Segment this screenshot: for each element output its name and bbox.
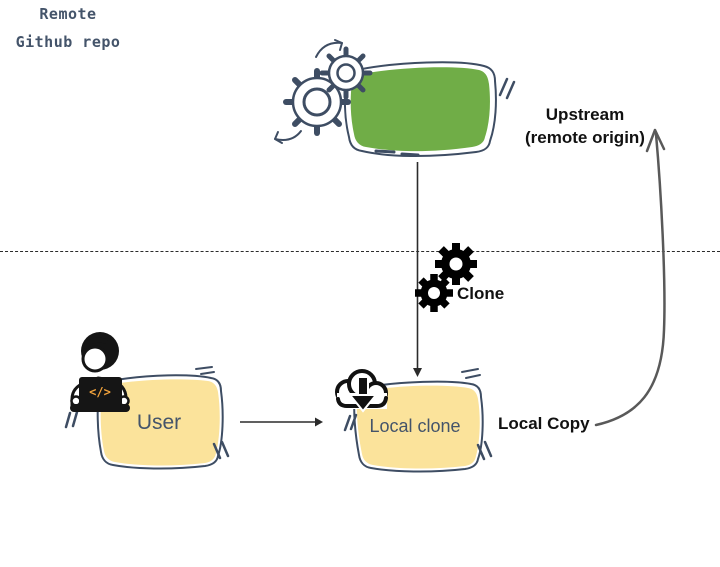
upstream-label-line2: (remote origin) [525, 128, 645, 147]
user-to-clone-arrow [240, 417, 323, 427]
remote-repo-label-line2: Github repo [15, 33, 121, 51]
person-laptop-icon: </> [70, 332, 130, 412]
remote-repo-box [343, 61, 516, 158]
local-clone-node-label: Local clone [369, 416, 461, 436]
local-copy-label: Local Copy [498, 414, 590, 433]
gears-sync-icon [274, 39, 373, 144]
clone-label: Clone [457, 284, 505, 303]
upstream-label-line1: Upstream [545, 105, 625, 124]
upstream-label: Upstream (remote origin) [505, 103, 665, 149]
cloud-download-icon [335, 369, 388, 413]
upstream-arrow [594, 128, 666, 427]
laptop-code-text: </> [89, 385, 111, 399]
user-box [64, 366, 230, 470]
remote-repo-label-line1: Remote [39, 5, 97, 23]
clone-arrow [413, 162, 422, 377]
remote-repo-label: Remote Github repo [0, 0, 136, 56]
clone-gears-icon [415, 243, 477, 312]
local-clone-box [343, 368, 493, 473]
boundary-dotted-line [0, 251, 720, 252]
user-node-label: User [136, 411, 182, 434]
